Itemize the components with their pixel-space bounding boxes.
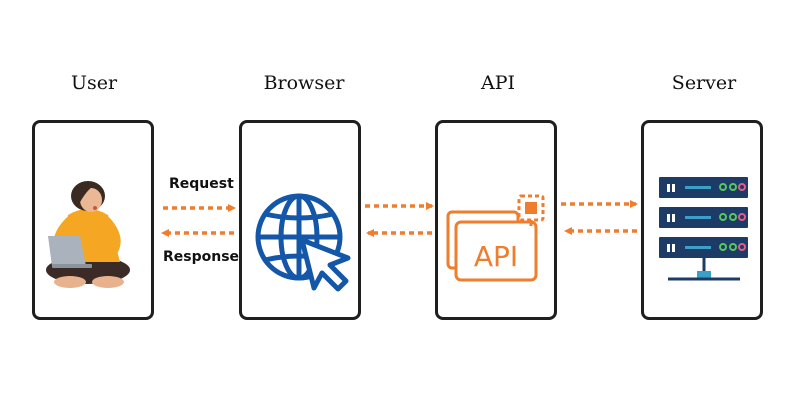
- api-icon: [446, 194, 545, 282]
- response-label: Response: [163, 249, 240, 265]
- cursor-icon: [299, 237, 351, 292]
- api-title: API: [480, 72, 515, 94]
- server-title: Server: [671, 72, 737, 94]
- server-rack-icon: [659, 177, 748, 281]
- server-unit-1: [667, 183, 746, 192]
- browser-title: Browser: [263, 72, 345, 94]
- user-with-laptop-icon: [46, 181, 130, 288]
- request-label: Request: [169, 176, 234, 192]
- server-unit-3: [667, 243, 746, 252]
- globe-cursor-icon: [255, 193, 343, 281]
- user-title: User: [70, 72, 118, 94]
- api-badge-text: API: [474, 240, 518, 273]
- server-unit-2: [667, 213, 746, 222]
